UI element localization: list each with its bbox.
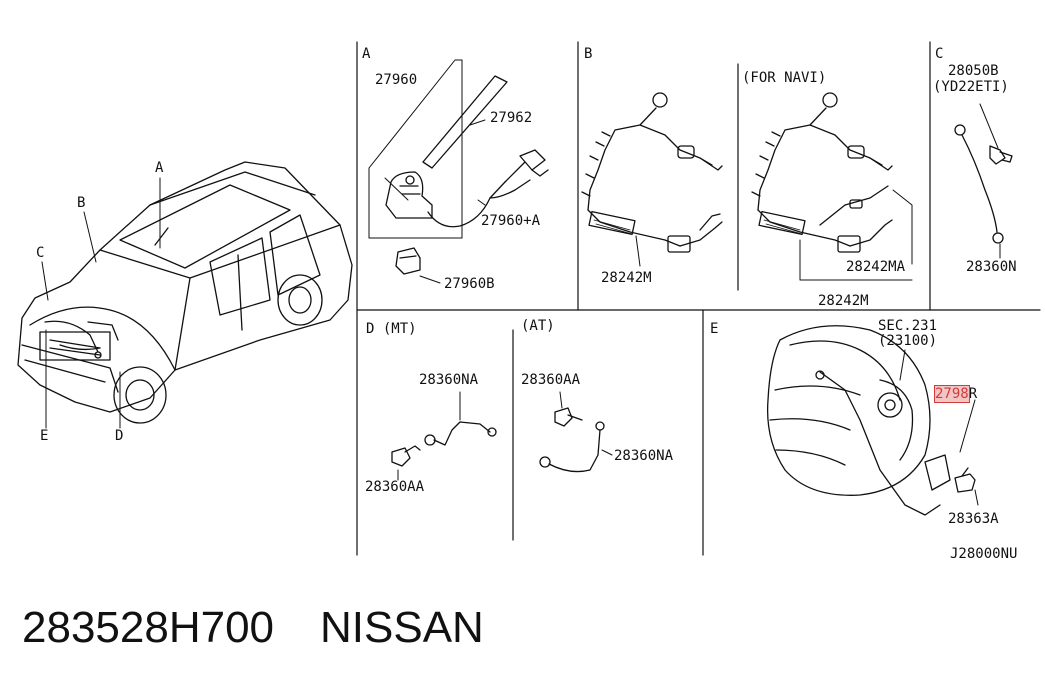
harness-b-navi (752, 93, 912, 280)
part-number: 283528H700 (22, 603, 275, 652)
part-suffix: R (968, 386, 978, 402)
callout-d: D (115, 428, 124, 444)
vehicle-illustration (18, 162, 352, 423)
harness-b (582, 93, 722, 266)
section-reference-23100: (23100) (878, 333, 938, 349)
ground-strap-d-mt (392, 392, 496, 480)
part-label-27962[interactable]: 27962 (490, 110, 533, 126)
part-label-28242m-navi[interactable]: 28242M (818, 293, 869, 309)
panel-frame (357, 42, 1040, 555)
section-e-label: E (710, 321, 719, 337)
part-label-28242m-b[interactable]: 28242M (601, 270, 652, 286)
section-reference-sec231[interactable]: SEC.231 (878, 318, 938, 334)
part-label-27960[interactable]: 27960 (375, 72, 418, 88)
overview-leader-lines (42, 178, 160, 428)
diagram-code: J28000NU (950, 546, 1018, 562)
part-label-2798r[interactable]: 2798R (934, 385, 978, 403)
section-c-label: C (935, 46, 944, 62)
callout-b: B (77, 195, 86, 211)
alternator (768, 326, 978, 515)
footer-caption: 283528H700 NISSAN (22, 600, 484, 656)
part-label-28363a[interactable]: 28363A (948, 511, 999, 527)
part-label-28360n[interactable]: 28360N (966, 259, 1017, 275)
part-label-28050b[interactable]: 28050B (948, 63, 999, 79)
section-b-navi-label: (FOR NAVI) (742, 70, 827, 86)
part-label-28360aa-mt[interactable]: 28360AA (365, 479, 425, 495)
part-label-27960a[interactable]: 27960+A (481, 213, 541, 229)
part-label-28360na-at[interactable]: 28360NA (614, 448, 674, 464)
engine-code-yd22eti: (YD22ETI) (933, 79, 1009, 95)
section-b-label: B (584, 46, 593, 62)
section-d-at-label: (AT) (521, 318, 555, 334)
antenna-assembly (369, 60, 548, 283)
ground-strap-c (955, 104, 1012, 258)
part-label-28242ma[interactable]: 28242MA (846, 259, 906, 275)
section-d-mt-label: D (MT) (366, 321, 417, 337)
brand-name: NISSAN (320, 603, 484, 652)
highlighted-part-number: 2798 (934, 385, 970, 403)
section-a-label: A (362, 46, 371, 62)
callout-a: A (155, 160, 164, 176)
part-label-28360aa-at[interactable]: 28360AA (521, 372, 581, 388)
callout-e: E (40, 428, 49, 444)
part-label-27960b[interactable]: 27960B (444, 276, 495, 292)
part-label-28360na-mt[interactable]: 28360NA (419, 372, 479, 388)
ground-strap-d-at (540, 392, 612, 472)
callout-c: C (36, 245, 45, 261)
